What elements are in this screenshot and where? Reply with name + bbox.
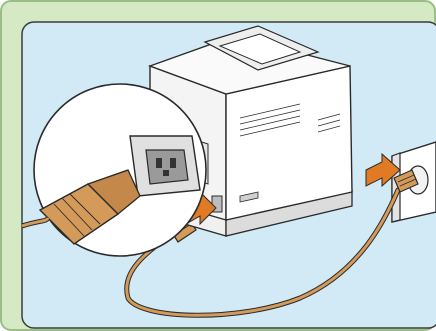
arrow-right-icon-wall [365, 152, 401, 188]
zoom-inset [21, 83, 207, 257]
power-plug-icon [393, 169, 419, 193]
power-cord-icon [124, 187, 401, 318]
